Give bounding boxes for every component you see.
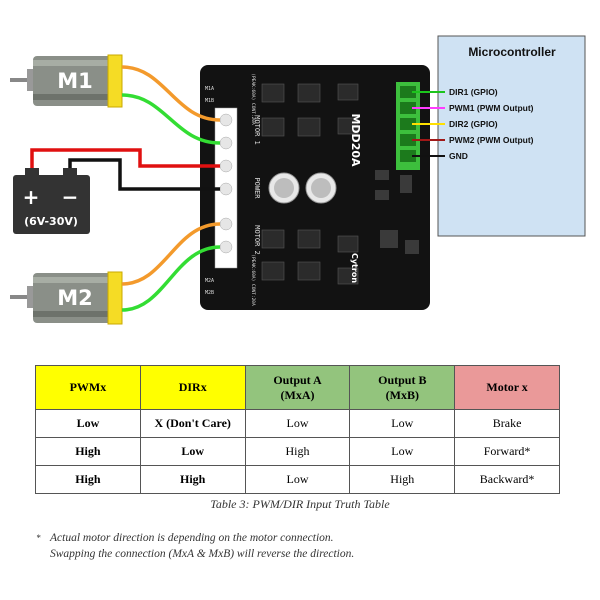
table-cell: Backward*	[454, 465, 560, 494]
terminal-label-m1a: M1A	[205, 86, 214, 92]
footnote-mark: *	[36, 533, 41, 543]
table-row: Low X (Don't Care) Low Low Brake	[35, 409, 560, 438]
wire-m2b	[121, 245, 221, 312]
motor-2-label: M2	[57, 286, 93, 310]
pin-label-dir2: DIR2 (GPIO)	[449, 119, 498, 129]
table-cell: High	[35, 465, 141, 494]
table-cell: High	[139, 465, 246, 494]
table-cell: High	[244, 437, 351, 466]
header-pwmx: PWMx	[35, 365, 141, 410]
table-cell: Brake	[454, 409, 560, 438]
table-cell: Low	[244, 465, 351, 494]
motor-1-label: M1	[57, 69, 93, 93]
microcontroller-title: Microcontroller	[468, 45, 556, 59]
footnote-line-2: Swapping the connection (MxA & MxB) will…	[50, 548, 355, 560]
table-cell: High	[349, 465, 456, 494]
board-current-bottom: (PEAK:60A) CONT:20A	[250, 254, 256, 306]
board-power-text: POWER	[253, 177, 261, 199]
board-brand: Cytron	[350, 253, 359, 283]
board-motor2-text: MOTOR 2	[253, 225, 261, 255]
table-cell: Low	[244, 409, 351, 438]
header-motor-x: Motor x	[454, 365, 560, 410]
board-motor1-text: MOTOR 1	[253, 115, 261, 145]
table-caption: Table 3: PWM/DIR Input Truth Table	[210, 497, 390, 511]
board-current-top: (PEAK:60A) CONT:20A	[250, 73, 256, 125]
truth-table: PWMx DIRx Output A(MxA) Output B(MxB) Mo…	[35, 365, 560, 494]
battery-plus: +	[23, 185, 40, 209]
wire-m1a	[121, 65, 221, 122]
truth-table-header: PWMx DIRx Output A(MxA) Output B(MxB) Mo…	[35, 365, 560, 410]
wire-power-positive	[30, 148, 220, 168]
microcontroller-box	[437, 35, 586, 237]
wire-m2a	[121, 222, 221, 286]
battery: + − (6V-30V)	[13, 168, 90, 234]
table-row: High High Low High Backward*	[35, 465, 560, 494]
terminal-label-m2a: M2A	[205, 278, 214, 284]
driver-board: (PEAK:60A) CONT:20A MOTOR 1 POWER MOTOR …	[200, 65, 430, 310]
header-dirx: DIRx	[139, 365, 246, 410]
wire-m1b	[121, 93, 221, 145]
terminal-label-m2b: M2B	[205, 290, 214, 296]
table-cell: High	[35, 437, 141, 466]
header-output-b: Output B(MxB)	[349, 365, 456, 410]
table-cell: X (Don't Care)	[139, 409, 246, 438]
terminal-label-m1b: M1B	[205, 98, 214, 104]
board-name: MDD20A	[349, 113, 362, 167]
footnote: * Actual motor direction is depending on…	[36, 530, 354, 562]
table-cell: Low	[35, 409, 141, 438]
pin-label-pwm2: PWM2 (PWM Output)	[449, 135, 534, 145]
pin-label-pwm1: PWM1 (PWM Output)	[449, 103, 534, 113]
battery-voltage: (6V-30V)	[24, 215, 78, 228]
table-cell: Low	[349, 409, 456, 438]
wire-power-negative	[68, 158, 220, 191]
header-output-a: Output A(MxA)	[244, 365, 351, 410]
pin-label-gnd: GND	[449, 151, 468, 161]
wiring-diagram: Microcontroller M1 M2 + − (6V-30V)	[10, 35, 586, 325]
pin-label-dir1: DIR1 (GPIO)	[449, 87, 498, 97]
table-row: High Low High Low Forward*	[35, 437, 560, 466]
table-cell: Forward*	[454, 437, 560, 466]
table-cell: Low	[139, 437, 246, 466]
footnote-line-1: Actual motor direction is depending on t…	[50, 532, 334, 544]
battery-minus: −	[62, 185, 79, 209]
table-cell: Low	[349, 437, 456, 466]
motor-2: M2	[10, 271, 123, 325]
motor-1: M1	[10, 54, 123, 108]
